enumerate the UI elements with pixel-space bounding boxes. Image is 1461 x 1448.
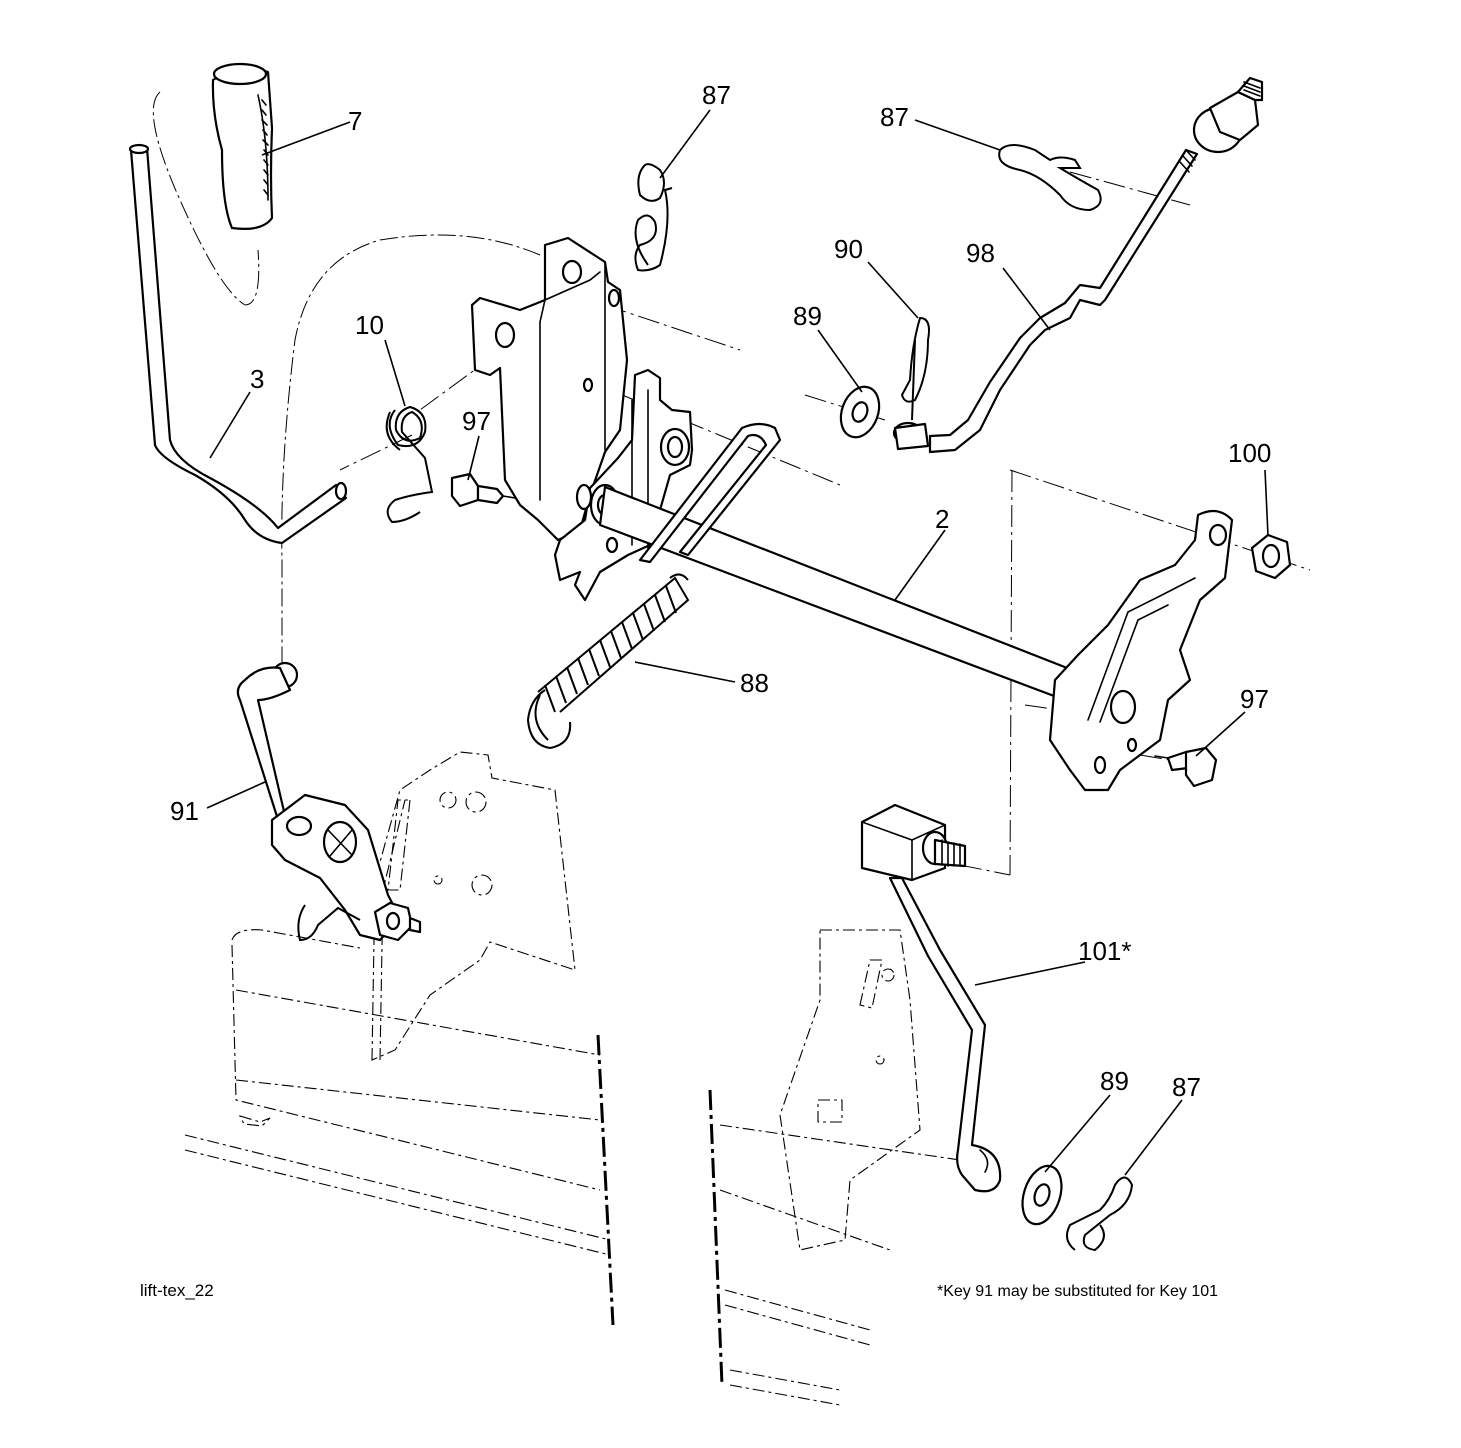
deck-outline-right <box>719 929 961 1406</box>
callout-91: 91 <box>170 796 199 826</box>
assembly-centerlines <box>339 171 1311 876</box>
main-bracket <box>470 236 694 602</box>
link-rod-left <box>236 661 422 942</box>
callout-87-lower: 87 <box>1172 1072 1201 1102</box>
callout-88: 88 <box>740 668 769 698</box>
shoulder-bolt-left <box>450 472 516 508</box>
cotter-pin <box>900 316 930 421</box>
hex-nut <box>1250 533 1292 580</box>
handle-grip <box>211 62 274 230</box>
spring-hanger-wire <box>638 422 782 564</box>
shoulder-bolt-right <box>1154 746 1218 788</box>
link-rod-right <box>860 803 1002 1193</box>
hairpin-clip-right <box>998 144 1102 212</box>
callout-98: 98 <box>966 238 995 268</box>
callout-87-right: 87 <box>880 102 909 132</box>
break-line-right <box>708 1089 724 1386</box>
callout-10: 10 <box>355 310 384 340</box>
flat-washer-upper <box>839 385 881 439</box>
callout-101: 101* <box>1078 936 1132 966</box>
callout-87-upper: 87 <box>702 80 731 110</box>
callout-90: 90 <box>834 234 863 264</box>
hairpin-clip-upper <box>634 163 673 272</box>
lift-lever <box>128 143 348 545</box>
handle-phantom-path <box>152 91 260 306</box>
hairpin-clip-lower <box>1065 1176 1134 1252</box>
deck-outline-left <box>184 751 611 1256</box>
extension-spring <box>526 573 690 750</box>
break-line-left <box>596 1034 615 1326</box>
lever-phantom-path <box>281 234 541 665</box>
callout-2: 2 <box>935 504 949 534</box>
flat-washer-lower <box>1021 1164 1063 1226</box>
footnote: *Key 91 may be substituted for Key 101 <box>937 1283 1218 1300</box>
adjust-rod <box>892 76 1264 454</box>
callout-3: 3 <box>250 364 264 394</box>
callout-7: 7 <box>348 106 362 136</box>
callout-labels: 7 87 87 90 98 10 89 3 97 100 2 88 97 91 … <box>170 80 1271 1102</box>
callout-89-lower: 89 <box>1100 1066 1129 1096</box>
torsion-spring <box>385 405 434 524</box>
callout-89-upper: 89 <box>793 301 822 331</box>
lift-arm-right <box>1048 509 1234 792</box>
figure-id: lift-tex_22 <box>140 1281 214 1300</box>
callout-leaders <box>206 109 1269 1176</box>
callout-97-left: 97 <box>462 406 491 436</box>
callout-97-right: 97 <box>1240 684 1269 714</box>
callout-100: 100 <box>1228 438 1271 468</box>
